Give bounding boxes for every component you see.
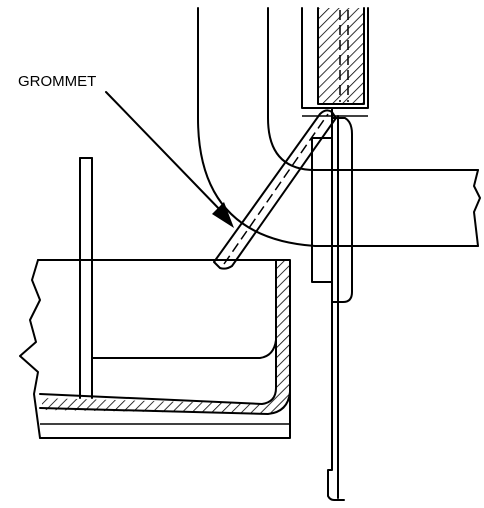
vertical-post [301, 7, 369, 117]
leader-arrowhead [212, 202, 234, 228]
grommet-callout: GROMMET [18, 73, 234, 228]
mounting-bracket [311, 107, 353, 501]
tank-tray [19, 157, 291, 439]
leader-line [105, 91, 225, 215]
grommet-label: GROMMET [18, 73, 96, 90]
grommet-tube [213, 109, 337, 270]
